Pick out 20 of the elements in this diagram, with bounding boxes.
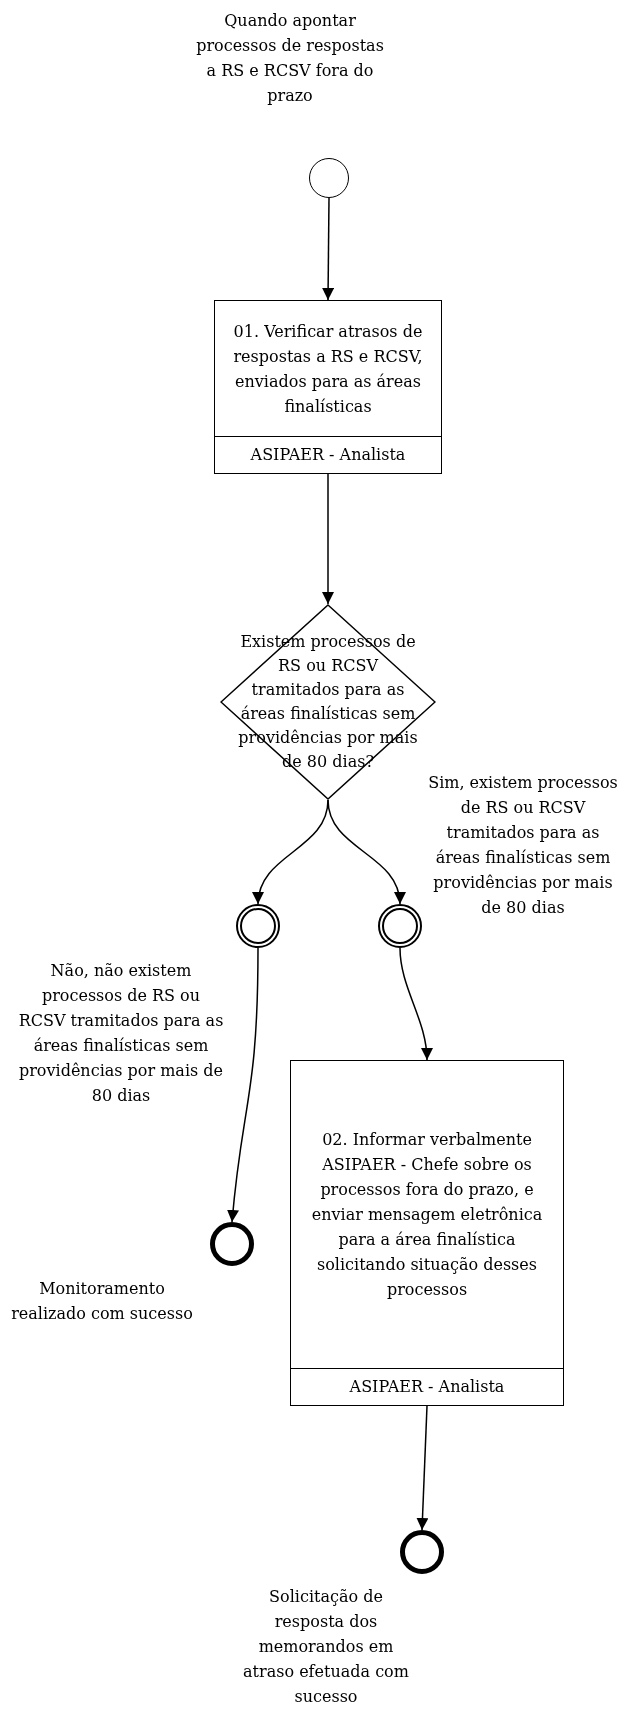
arrow (399, 947, 433, 1061)
event-label: Monitoramento realizado com sucesso (10, 1278, 194, 1325)
event-label: Solicitação de resposta dos memorandos em atraso efetuada com sucesso (242, 1586, 410, 1708)
role-label: ASIPAER - Analista (291, 1368, 563, 1405)
start-event-circle (309, 158, 349, 198)
task-box (214, 300, 442, 474)
arrow (327, 799, 405, 905)
task-box (290, 1060, 564, 1406)
end-event-circle (210, 1222, 254, 1266)
intermediate-event-circle (236, 904, 280, 948)
event-label: Quando apontar processos de respostas a RS e RCSV fora do prazo (195, 10, 385, 107)
arrow (322, 197, 335, 301)
arrow (227, 947, 259, 1223)
task-text: 02. Informar verbalmente ASIPAER - Chefe sobre os processos fora do prazo, e enviar mensagem eletrônica para a área finalística solicitando situação desses processos (310, 1129, 544, 1301)
arrow (322, 473, 334, 605)
arrow (416, 1405, 429, 1531)
role-label: ASIPAER - Analista (215, 436, 441, 473)
task-text: 01. Verificar atrasos de respostas a RS e RCSV, enviados para as áreas finalísticas (232, 320, 424, 418)
end-event-circle (400, 1530, 444, 1574)
intermediate-event-circle (378, 904, 422, 948)
